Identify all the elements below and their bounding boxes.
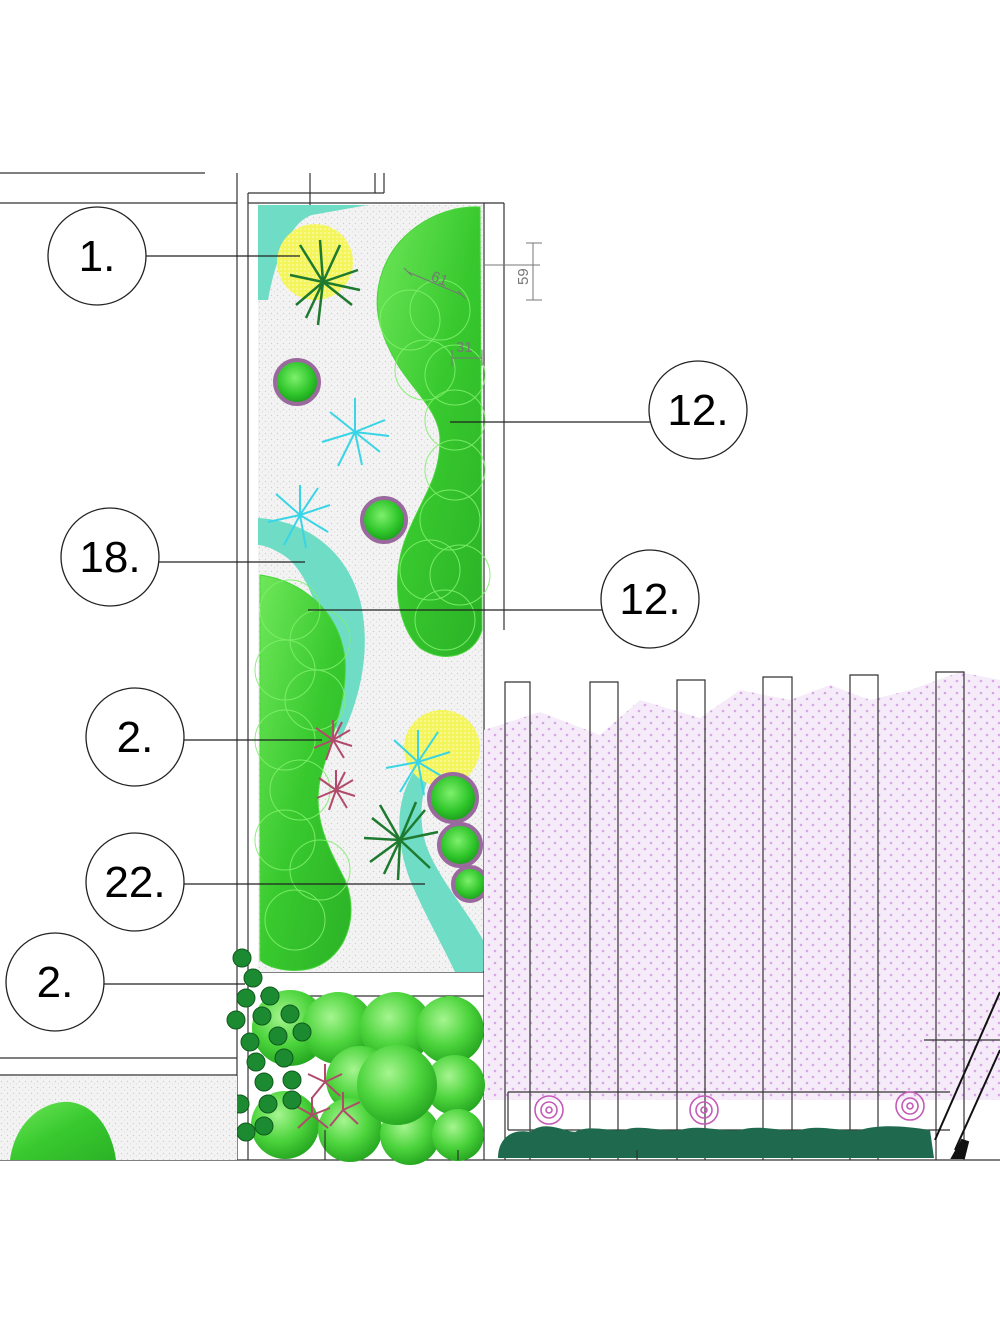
cyan-plant-2 bbox=[267, 485, 331, 549]
callout-12-lower: 12. bbox=[308, 549, 700, 649]
callout-1: 1. bbox=[47, 206, 300, 306]
lower-strip-lines bbox=[324, 1130, 638, 1160]
callout-1-label: 1. bbox=[79, 232, 116, 281]
lawn-right bbox=[376, 206, 483, 657]
teal-path-top bbox=[258, 205, 368, 300]
red-plant-group-lower bbox=[295, 1064, 361, 1129]
stair-edge bbox=[934, 991, 1000, 1159]
dimension-59: 59 bbox=[484, 242, 542, 301]
dark-green-palm-bottom bbox=[363, 801, 439, 881]
post-markers bbox=[534, 1091, 925, 1125]
callout-2-lower: 2. bbox=[5, 932, 245, 1032]
callout-2-upper: 2. bbox=[85, 687, 322, 787]
big-shrub-group bbox=[251, 990, 485, 1165]
cyan-plant-1 bbox=[321, 398, 390, 467]
yellow-shrub-top bbox=[277, 224, 353, 300]
dark-green-palm-top bbox=[289, 239, 361, 326]
callout-22: 22. bbox=[85, 832, 425, 932]
callout-2-lower-label: 2. bbox=[37, 958, 74, 1007]
small-dark-shrubs bbox=[226, 948, 312, 1142]
callout-18-label: 18. bbox=[79, 533, 140, 582]
callout-2-upper-label: 2. bbox=[117, 713, 154, 762]
callout-18: 18. bbox=[60, 507, 305, 607]
red-plant-1 bbox=[313, 720, 353, 761]
dimension-31-label: 31 bbox=[456, 339, 473, 356]
lower-left-lawn bbox=[10, 1101, 116, 1160]
low-hedge bbox=[498, 1126, 934, 1158]
teal-path-bottom bbox=[399, 770, 483, 972]
callout-22-label: 22. bbox=[104, 858, 165, 907]
lawn-left bbox=[259, 574, 352, 971]
deck-dotted-area bbox=[484, 672, 1000, 1100]
dimension-31: 31 bbox=[451, 339, 483, 366]
dimension-61: 61 bbox=[403, 267, 467, 300]
yellow-shrub-bottom bbox=[404, 710, 480, 786]
dimension-61-label: 61 bbox=[429, 268, 451, 290]
callout-12-upper-label: 12. bbox=[667, 386, 728, 435]
red-plant-2 bbox=[316, 770, 356, 811]
purple-ring-shrubs bbox=[273, 358, 489, 903]
dimension-59-label: 59 bbox=[515, 268, 532, 285]
callout-12-upper: 12. bbox=[450, 360, 748, 460]
callout-12-lower-label: 12. bbox=[619, 575, 680, 624]
